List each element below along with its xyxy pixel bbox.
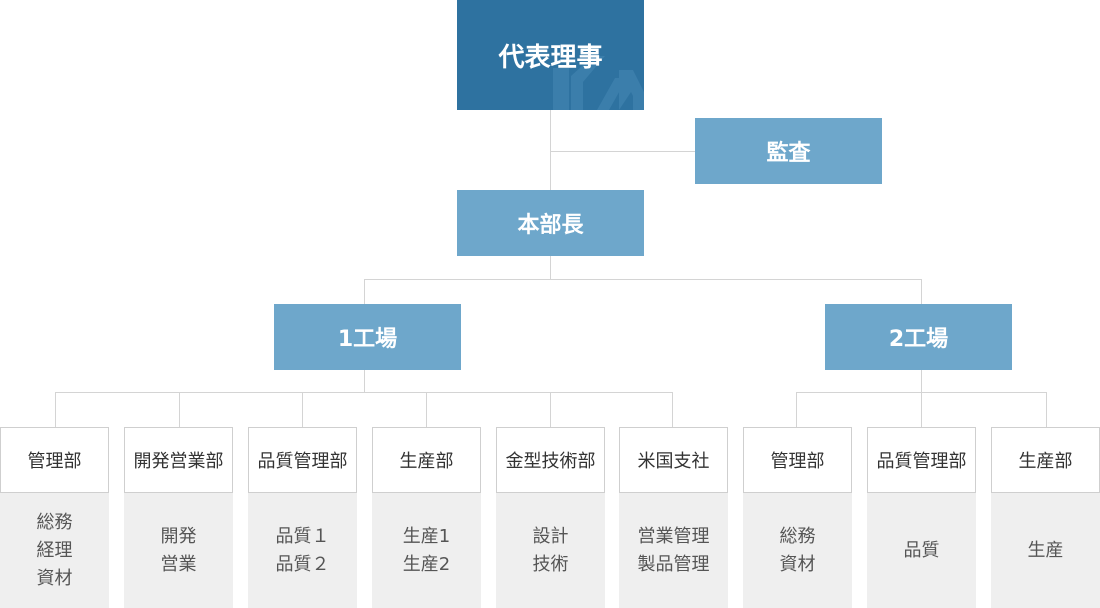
ceo-box: 代表理事 <box>457 0 644 110</box>
logo-watermark <box>553 56 644 110</box>
dept-item: 技術 <box>532 553 569 575</box>
dept-name: 金型技術部 <box>496 427 605 493</box>
audit-label: 監査 <box>766 141 811 166</box>
plant-1-label: 1工場 <box>337 327 398 352</box>
dept-item: 品質２ <box>275 553 330 575</box>
ceo-label: 代表理事 <box>498 42 603 73</box>
audit-box: 監査 <box>695 118 882 184</box>
dept-item: 品質１ <box>275 525 330 547</box>
dept-items: 生産1 生産2 <box>372 493 481 608</box>
dept-item: 総務 <box>36 511 73 533</box>
dept-item: 生産 <box>1027 539 1064 561</box>
dept-item: 総務 <box>779 525 816 547</box>
plant-2-box: 2工場 <box>825 304 1012 370</box>
dept-items: 開発 営業 <box>124 493 233 608</box>
dept-production-1: 生産部 生産1 生産2 <box>372 427 481 608</box>
dept-quality-1: 品質管理部 品質１ 品質２ <box>248 427 357 608</box>
dept-mold-tech: 金型技術部 設計 技術 <box>496 427 605 608</box>
dept-item: 資材 <box>779 553 816 575</box>
dept-name: 管理部 <box>0 427 109 493</box>
dept-items: 品質 <box>867 493 976 608</box>
dept-item: 品質 <box>903 539 940 561</box>
dept-name: 管理部 <box>743 427 852 493</box>
dept-items: 生産 <box>991 493 1100 608</box>
dept-name: 品質管理部 <box>867 427 976 493</box>
dept-item: 営業 <box>160 553 197 575</box>
dept-items: 品質１ 品質２ <box>248 493 357 608</box>
dept-us-branch: 米国支社 営業管理 製品管理 <box>619 427 728 608</box>
dept-name: 生産部 <box>991 427 1100 493</box>
dept-dev-sales: 開発営業部 開発 営業 <box>124 427 233 608</box>
hq-box: 本部長 <box>457 190 644 256</box>
dept-name: 生産部 <box>372 427 481 493</box>
dept-item: 開発 <box>160 525 197 547</box>
dept-item: 製品管理 <box>637 553 710 575</box>
dept-items: 総務 経理 資材 <box>0 493 109 608</box>
dept-item: 営業管理 <box>637 525 710 547</box>
dept-name: 品質管理部 <box>248 427 357 493</box>
dept-items: 総務 資材 <box>743 493 852 608</box>
dept-quality-2: 品質管理部 品質 <box>867 427 976 608</box>
dept-item: 設計 <box>532 525 569 547</box>
dept-items: 営業管理 製品管理 <box>619 493 728 608</box>
dept-items: 設計 技術 <box>496 493 605 608</box>
dept-production-2: 生産部 生産 <box>991 427 1100 608</box>
hq-label: 本部長 <box>517 213 584 238</box>
dept-admin-1: 管理部 総務 経理 資材 <box>0 427 109 608</box>
dept-name: 開発営業部 <box>124 427 233 493</box>
dept-item: 生産1 <box>402 525 451 547</box>
plant-2-label: 2工場 <box>888 327 949 352</box>
dept-item: 生産2 <box>402 553 451 575</box>
dept-name: 米国支社 <box>619 427 728 493</box>
dept-item: 資材 <box>36 567 73 589</box>
dept-item: 経理 <box>36 539 73 561</box>
dept-admin-2: 管理部 総務 資材 <box>743 427 852 608</box>
plant-1-box: 1工場 <box>274 304 461 370</box>
